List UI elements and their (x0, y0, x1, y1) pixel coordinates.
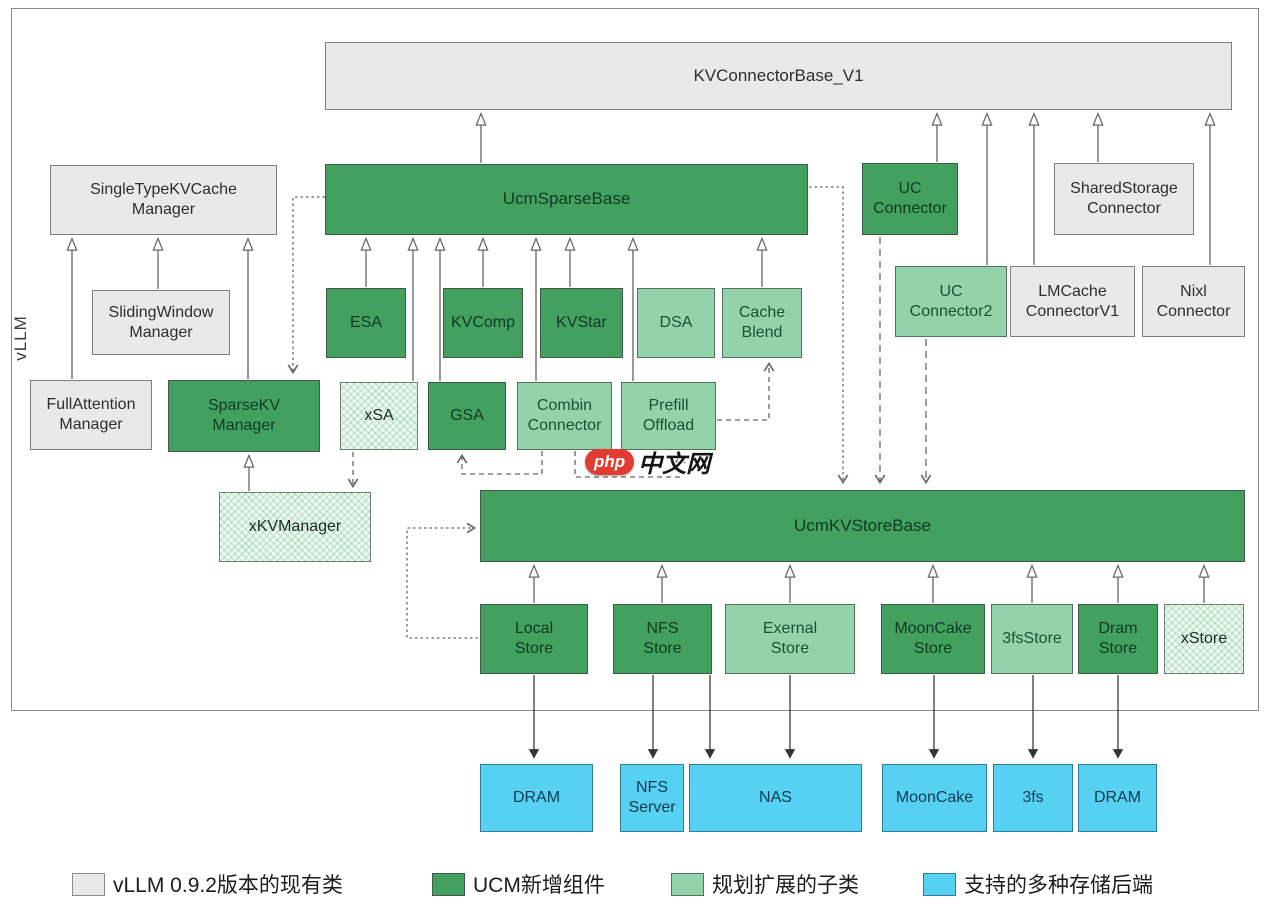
node-dsa: DSA (637, 288, 715, 358)
node-backend-dram-right: DRAM (1078, 764, 1157, 832)
node-uc-connector: UC Connector (862, 163, 958, 235)
node-slidingwindow-manager: SlidingWindow Manager (92, 290, 230, 355)
watermark-text: 中文网 (638, 451, 711, 478)
legend-swatch-light-green (671, 872, 704, 896)
legend-item-storage-backends: 支持的多种存储后端 (923, 869, 1153, 899)
node-esa: ESA (326, 288, 406, 358)
node-nfs-store: NFS Store (613, 604, 712, 674)
node-backend-nas: NAS (689, 764, 862, 832)
vllm-frame (11, 8, 1259, 711)
node-backend-3fs: 3fs (993, 764, 1073, 832)
node-dram-store: Dram Store (1078, 604, 1158, 674)
node-sharedstorage-connector: SharedStorage Connector (1054, 163, 1194, 235)
node-xsa: xSA (340, 382, 418, 450)
node-kvcomp: KVComp (443, 288, 523, 358)
node-backend-nfs-server: NFS Server (620, 764, 684, 832)
node-ucmkvstorebase: UcmKVStoreBase (480, 490, 1245, 562)
legend-item-existing-classes: vLLM 0.9.2版本的现有类 (72, 869, 343, 899)
watermark-php-badge: php (585, 448, 635, 475)
node-fullattention-manager: FullAttention Manager (30, 380, 152, 450)
node-xkvmanager: xKVManager (219, 492, 371, 562)
node-prefill-offload: Prefill Offload (621, 382, 716, 450)
node-nixl-connector: Nixl Connector (1142, 266, 1245, 337)
legend-item-ucm-new: UCM新增组件 (432, 869, 605, 899)
node-lmcache-connectorv1: LMCache ConnectorV1 (1010, 266, 1135, 337)
node-mooncake-store: MoonCake Store (881, 604, 985, 674)
node-exernal-store: Exernal Store (725, 604, 855, 674)
legend-swatch-gray (72, 872, 105, 896)
node-3fsstore: 3fsStore (991, 604, 1073, 674)
node-ucmsparsebase: UcmSparseBase (325, 164, 808, 235)
node-backend-mooncake: MoonCake (882, 764, 987, 832)
legend: vLLM 0.9.2版本的现有类 UCM新增组件 规划扩展的子类 支持的多种存储… (0, 869, 1269, 909)
node-kvstar: KVStar (540, 288, 623, 358)
legend-label: vLLM 0.9.2版本的现有类 (113, 874, 343, 897)
node-singletypekvcache-manager: SingleTypeKVCache Manager (50, 165, 277, 235)
node-sparsekv-manager: SparseKV Manager (168, 380, 320, 452)
legend-item-planned-subclasses: 规划扩展的子类 (671, 869, 859, 899)
node-cache-blend: Cache Blend (722, 288, 802, 358)
node-xstore: xStore (1164, 604, 1244, 674)
node-uc-connector2: UC Connector2 (895, 266, 1007, 337)
legend-label: 规划扩展的子类 (712, 874, 859, 897)
node-kvconnectorbase-v1: KVConnectorBase_V1 (325, 42, 1232, 110)
legend-swatch-dark-green (432, 872, 465, 896)
node-backend-dram-left: DRAM (480, 764, 593, 832)
watermark: php 中文网 (585, 444, 710, 479)
legend-label: UCM新增组件 (473, 874, 605, 897)
node-local-store: Local Store (480, 604, 588, 674)
node-gsa: GSA (428, 382, 506, 450)
legend-swatch-cyan (923, 872, 956, 896)
legend-label: 支持的多种存储后端 (964, 874, 1153, 897)
node-combin-connector: Combin Connector (517, 382, 612, 450)
